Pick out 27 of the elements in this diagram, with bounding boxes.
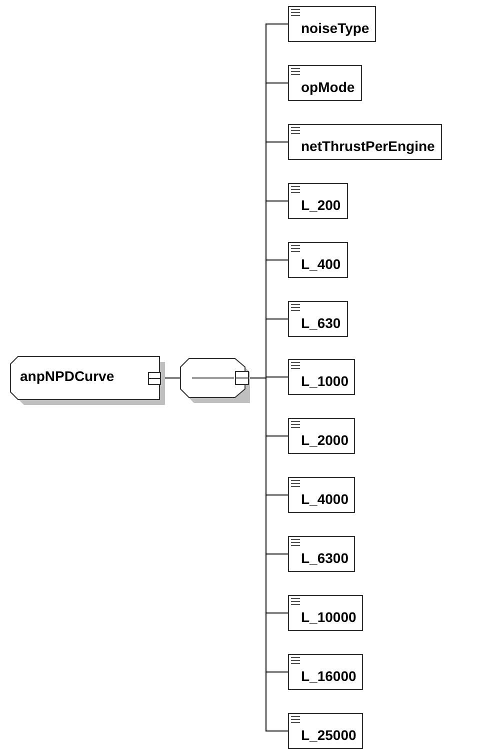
- element-box: [288, 477, 356, 513]
- element-box: [288, 65, 362, 101]
- element-box: [288, 124, 442, 160]
- element-name: L_2000: [301, 433, 348, 447]
- element-name: L_1000: [301, 374, 348, 388]
- element-box: [288, 301, 348, 337]
- element-name: L_10000: [301, 610, 356, 624]
- element-name: L_25000: [301, 728, 356, 742]
- element-name: L_630: [301, 316, 341, 330]
- element-box: [288, 418, 356, 454]
- element-box: [288, 654, 364, 690]
- element-name: anpNPDCurve: [20, 369, 114, 383]
- element-name: L_400: [301, 257, 341, 271]
- element-box: [288, 359, 356, 395]
- element-name: L_4000: [301, 492, 348, 506]
- element-name: L_6300: [301, 551, 348, 565]
- element-box: [288, 6, 376, 42]
- element-box: [288, 536, 356, 572]
- element-name: opMode: [301, 80, 355, 94]
- element-box: [288, 595, 364, 631]
- element-name: noiseType: [301, 21, 370, 35]
- element-name: L_200: [301, 198, 341, 212]
- element-box: [288, 713, 364, 749]
- element-box: [288, 183, 348, 219]
- element-box: [288, 242, 348, 278]
- element-name: L_16000: [301, 669, 356, 683]
- element-name: netThrustPerEngine: [301, 139, 435, 153]
